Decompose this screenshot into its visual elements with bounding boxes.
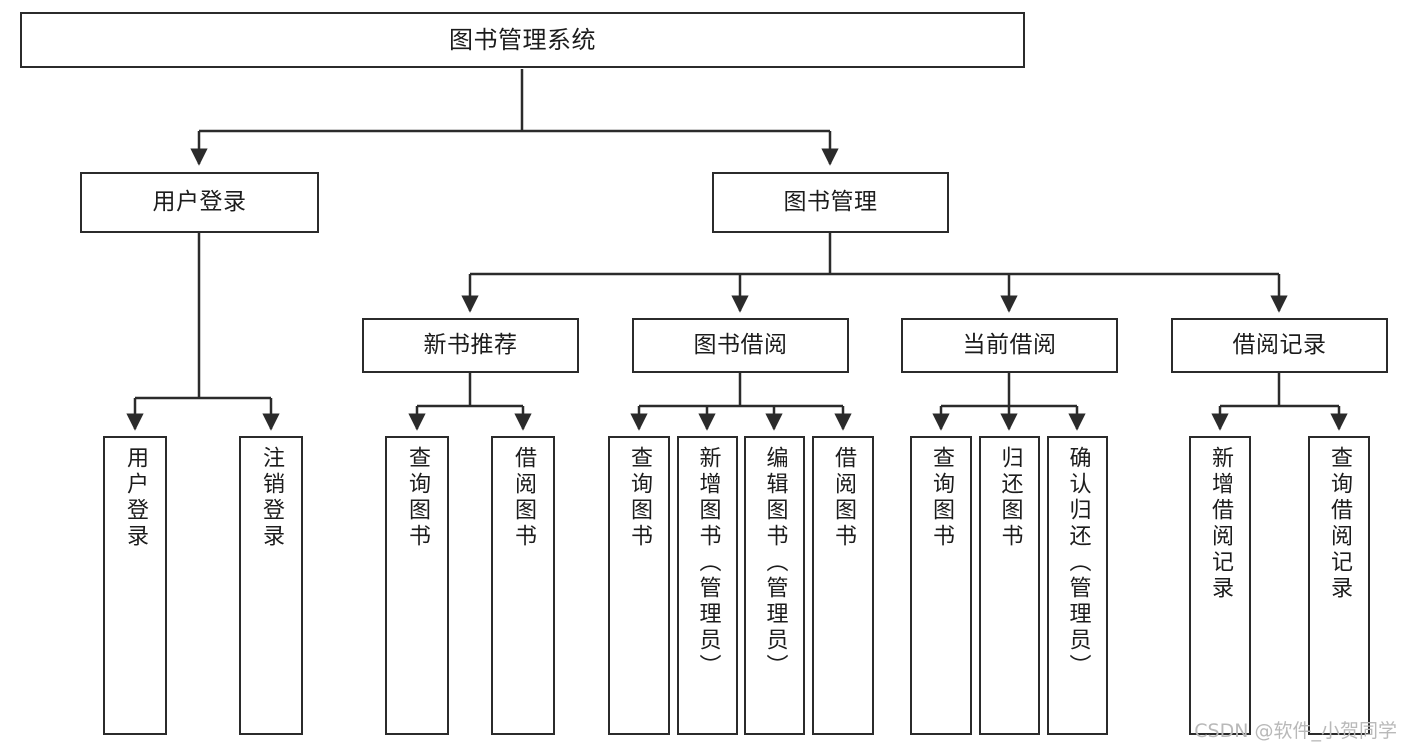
leaf-edit-book-admin[interactable]: 编辑图书（管理员） [744,436,805,735]
node-label: 图书管理系统 [449,25,596,54]
leaf-query-book-borrow[interactable]: 查询图书 [608,436,670,735]
node-label: 当前借阅 [962,331,1057,358]
node-user-login[interactable]: 用户登录 [80,172,319,233]
leaf-borrow-book-newbook[interactable]: 借阅图书 [491,436,555,735]
node-label: 新增借阅记录 [1208,446,1233,602]
node-label: 图书借阅 [693,331,788,358]
node-label: 用户登录 [152,188,247,215]
node-new-book-recommend[interactable]: 新书推荐 [362,318,579,373]
node-label: 归还图书 [997,446,1023,550]
leaf-user-login[interactable]: 用户登录 [103,436,167,735]
node-label: 查询借阅记录 [1327,446,1352,602]
leaf-return-book[interactable]: 归还图书 [979,436,1040,735]
node-label: 新书推荐 [423,331,518,358]
node-label: 借阅图书 [511,446,536,550]
leaf-logout-login[interactable]: 注销登录 [239,436,303,735]
node-label: 借阅图书 [831,446,856,550]
node-label: 图书管理 [783,188,878,215]
leaf-add-borrow-record[interactable]: 新增借阅记录 [1189,436,1251,735]
node-label: 借阅记录 [1232,331,1327,358]
node-book-management[interactable]: 图书管理 [712,172,949,233]
leaf-confirm-return-admin[interactable]: 确认归还（管理员） [1047,436,1108,735]
leaf-borrow-book[interactable]: 借阅图书 [812,436,874,735]
node-label: 确认归还（管理员） [1065,446,1091,680]
leaf-query-book-newbook[interactable]: 查询图书 [385,436,449,735]
leaf-query-book-current[interactable]: 查询图书 [910,436,972,735]
node-label: 查询图书 [929,446,954,550]
node-borrow-record[interactable]: 借阅记录 [1171,318,1388,373]
leaf-query-borrow-record[interactable]: 查询借阅记录 [1308,436,1370,735]
node-label: 新增图书（管理员） [695,446,721,680]
csdn-watermark: CSDN @软件_小贺同学 [1194,720,1397,742]
node-label: 查询图书 [405,446,430,550]
node-root-system[interactable]: 图书管理系统 [20,12,1025,68]
node-label: 编辑图书（管理员） [762,446,788,680]
node-label: 用户登录 [123,446,148,550]
node-current-borrow[interactable]: 当前借阅 [901,318,1118,373]
node-book-borrow[interactable]: 图书借阅 [632,318,849,373]
node-label: 注销登录 [259,446,284,550]
node-label: 查询图书 [627,446,652,550]
leaf-add-book-admin[interactable]: 新增图书（管理员） [677,436,738,735]
